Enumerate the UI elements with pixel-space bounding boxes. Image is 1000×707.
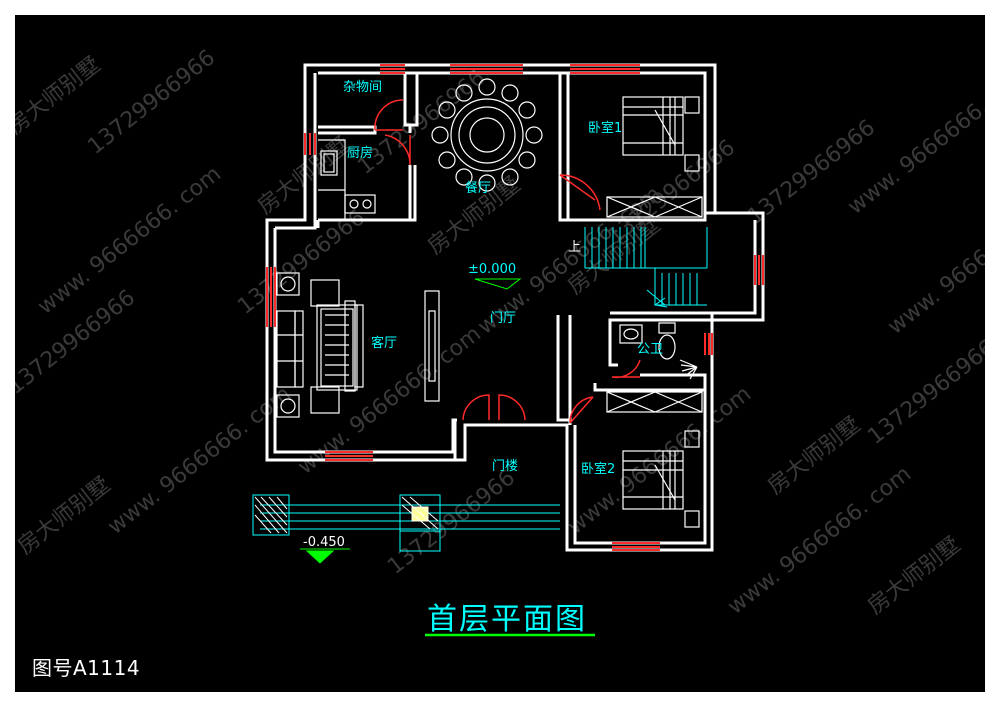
shower: [679, 359, 698, 380]
partition-wall: [608, 320, 618, 367]
window: [754, 255, 764, 285]
room-label-storage: 杂物间: [343, 80, 382, 95]
watermark-phone: 13729966966: [233, 205, 370, 319]
room-label-porch: 门楼: [492, 459, 518, 474]
watermark-site: www. 9666666. com: [883, 182, 985, 340]
room-label-bedroom2: 卧室2: [581, 461, 615, 477]
partition-wall: [318, 125, 377, 135]
partition-wall: [556, 315, 572, 422]
inner-wall: [712, 220, 757, 315]
partition-wall: [558, 73, 570, 222]
bed: [622, 430, 700, 528]
wardrobe: [606, 391, 703, 413]
door-swing: [498, 394, 526, 421]
floor-plan: 13729966966 www. 9666666. com 房大师别墅 1372…: [15, 45, 985, 637]
window: [325, 451, 373, 461]
floor-level-marker: [474, 278, 522, 290]
watermark-phone: 13729966966: [603, 135, 740, 249]
watermark-phone: 13729966966: [383, 465, 520, 579]
outdoor-level-label: -0.450: [303, 535, 345, 550]
window: [570, 64, 640, 74]
staircase: [584, 227, 708, 308]
plan-title-text: 首层平面图: [427, 602, 587, 637]
room-label-living: 客厅: [371, 335, 397, 351]
watermark-phone: 13729966966: [863, 335, 985, 449]
dining-table: [431, 78, 543, 192]
door-swing: [559, 174, 601, 211]
plan-title: 首层平面图: [425, 602, 595, 637]
door-swing: [611, 359, 641, 379]
room-label-public-bath: 公卫: [637, 342, 663, 357]
kitchen-sink: [320, 150, 338, 176]
level-markers: [300, 278, 522, 564]
sofa-set: [276, 272, 364, 418]
room-label-layer: 杂物间 厨房 餐厅 卧室1 客厅 门厅 公卫 门楼 卧室2 上 ±0.000 -…: [303, 80, 663, 550]
watermark-brand: 房大师别墅: [15, 52, 105, 139]
window: [450, 64, 523, 74]
door-swing: [384, 134, 411, 166]
partition-wall: [410, 165, 417, 222]
partition-wall: [593, 373, 707, 392]
door-swing: [569, 396, 594, 424]
watermark-phone: 13729966966: [83, 45, 220, 159]
room-label-bedroom1: 卧室1: [588, 120, 622, 136]
tv-cabinet: [424, 290, 440, 402]
window: [380, 64, 405, 74]
exterior-steps: [252, 494, 560, 552]
toilet: [658, 322, 676, 360]
stair-up-label: 上: [568, 240, 581, 255]
window: [304, 133, 316, 155]
watermark-brand: 房大师别墅: [863, 532, 965, 619]
outdoor-level-marker: [305, 550, 335, 564]
room-label-kitchen: 厨房: [347, 145, 373, 161]
window: [704, 333, 713, 355]
bed: [622, 96, 700, 172]
washbasin: [619, 324, 643, 344]
drawing-number: 图号A1114: [32, 656, 141, 680]
watermark-brand: 房大师别墅: [763, 412, 865, 499]
watermark-brand: 房大师别墅: [15, 472, 115, 559]
inner-wall: [318, 71, 707, 213]
watermark-phone: 13729966966: [15, 285, 140, 399]
watermark-layer: 13729966966 www. 9666666. com 房大师别墅 1372…: [15, 45, 985, 619]
wardrobe: [606, 196, 703, 218]
door-layer: [374, 99, 641, 424]
kitchen-counter: [318, 139, 346, 220]
inner-wall: [275, 73, 317, 230]
room-label-foyer: 门厅: [490, 311, 516, 326]
furniture-layer: [276, 78, 703, 528]
window: [266, 267, 276, 327]
cad-drawing-area: 13729966966 www. 9666666. com 房大师别墅 1372…: [15, 15, 985, 692]
window: [612, 542, 660, 551]
partition-wall: [568, 211, 755, 222]
floor-level-label: ±0.000: [468, 262, 516, 277]
door-swing: [374, 99, 404, 131]
room-label-dining: 餐厅: [465, 180, 491, 196]
door-swing: [462, 394, 490, 421]
window-layer: [266, 64, 764, 551]
